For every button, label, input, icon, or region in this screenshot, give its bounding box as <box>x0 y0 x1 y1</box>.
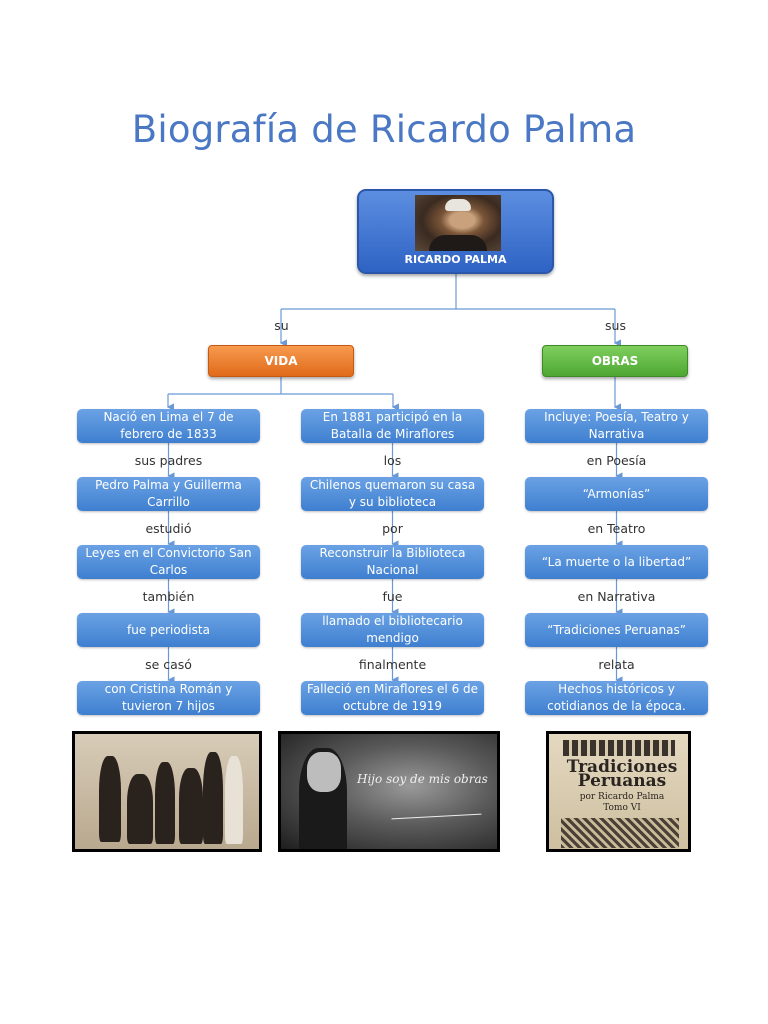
quote-text: Hijo soy de mis obras <box>357 772 488 786</box>
obras-node: OBRAS <box>542 345 688 377</box>
book-author: por Ricardo Palma <box>579 792 665 802</box>
book-cover-photo: Tradiciones Peruanas por Ricardo Palma T… <box>546 731 691 852</box>
node-col2-2: Chilenos quemaron su casa y su bibliotec… <box>301 477 484 511</box>
node-col3-4: “Tradiciones Peruanas” <box>525 613 708 647</box>
root-label: RICARDO PALMA <box>404 253 507 266</box>
connector-sus: sus <box>605 318 626 333</box>
ricardo-palma-portrait <box>415 195 501 251</box>
node-col2-1: En 1881 participó en la Batalla de Miraf… <box>301 409 484 443</box>
book-volume: Tomo VI <box>603 803 641 813</box>
book-title: Tradiciones Peruanas <box>566 757 678 791</box>
connector-su: su <box>274 318 289 333</box>
connector-col2-1: los <box>383 453 402 468</box>
node-col1-3: Leyes en el Convictorio San Carlos <box>77 545 260 579</box>
connector-col1-3: también <box>142 589 195 604</box>
connector-col1-2: estudió <box>145 521 192 536</box>
node-col1-2: Pedro Palma y Guillerma Carrillo <box>77 477 260 511</box>
node-col2-3: Reconstruir la Biblioteca Nacional <box>301 545 484 579</box>
connector-col3-2: en Teatro <box>587 521 646 536</box>
node-col3-5: Hechos históricos y cotidianos de la épo… <box>525 681 708 715</box>
node-col2-4: llamado el bibliotecario mendigo <box>301 613 484 647</box>
node-col3-3: “La muerte o la libertad” <box>525 545 708 579</box>
palma-quote-photo: Hijo soy de mis obras <box>278 731 500 852</box>
connector-col3-4: relata <box>598 657 635 672</box>
connector-col3-1: en Poesía <box>586 453 647 468</box>
connector-col1-4: se casó <box>145 657 192 672</box>
page-title: Biografía de Ricardo Palma <box>131 108 637 151</box>
family-photo <box>72 731 262 852</box>
connector-col2-2: por <box>382 521 403 536</box>
signature <box>390 795 482 820</box>
node-col3-1: Incluye: Poesía, Teatro y Narrativa <box>525 409 708 443</box>
connector-col2-3: fue <box>382 589 403 604</box>
connector-col3-3: en Narrativa <box>577 589 656 604</box>
node-col1-4: fue periodista <box>77 613 260 647</box>
node-col2-5: Falleció en Miraflores el 6 de octubre d… <box>301 681 484 715</box>
root-node: RICARDO PALMA <box>357 189 554 274</box>
connector-col2-4: finalmente <box>358 657 427 672</box>
node-col1-1: Nació en Lima el 7 de febrero de 1833 <box>77 409 260 443</box>
node-col1-5: con Cristina Román y tuvieron 7 hijos <box>77 681 260 715</box>
node-col3-2: “Armonías” <box>525 477 708 511</box>
vida-node: VIDA <box>208 345 354 377</box>
connector-col1-1: sus padres <box>134 453 203 468</box>
